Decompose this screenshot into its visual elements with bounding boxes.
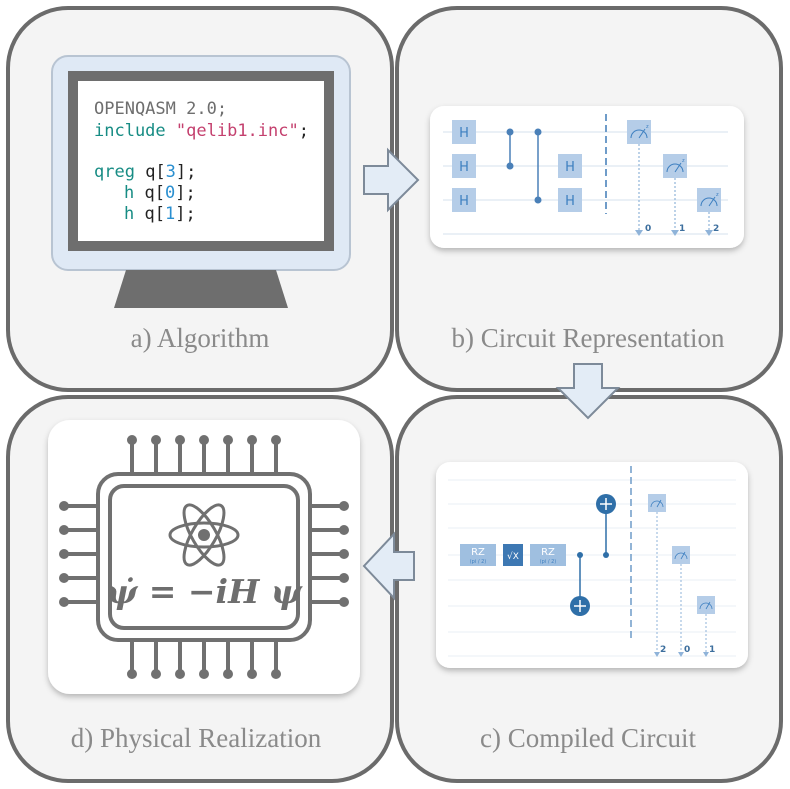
code-line-4-a: q[ [135,162,166,182]
code-line-4-keyword: qreg [94,162,135,182]
arrow-left [362,531,415,601]
h-gate-q2-b [558,188,582,212]
rz-gate-1-label: RZ [471,547,485,558]
h-gate-q1-label: H [459,160,469,175]
cz-2-ctrl-b [534,196,542,204]
code-line-5-keyword: h [124,183,134,203]
rz-gate-2-param: (pi / 2) [540,559,557,565]
output-c-0: 2 [660,645,666,655]
rz-gate-2-label: RZ [541,547,555,558]
h-gate-q0 [452,120,476,144]
monitor-icon [51,55,351,308]
output-c-1: 0 [684,645,690,655]
measure-gate-c-b [672,546,690,657]
output-b-0: 0 [645,224,651,234]
rz-gate-2: RZ (pi / 2) [530,544,566,566]
svg-text:OPENQASM 2.0;: OPENQASM 2.0; [94,99,227,119]
arrow-down [555,363,621,420]
h-gate-q0-label: H [459,126,469,141]
rz-gate-1-param: (pi / 2) [470,559,487,565]
svg-text:h q[1];: h q[1]; [124,204,196,224]
circuit-c-card [436,462,748,668]
monitor-stand [114,270,288,308]
measure-q0-sup: z [646,124,649,130]
measure-gate-c-c [697,596,715,657]
atom-icon [168,503,240,567]
caption-physical-realization: d) Physical Realization [71,723,322,753]
cz-2-ctrl-a [534,128,542,136]
measure-q1-sup: z [682,158,685,164]
svg-text:include "qelib1.inc";: include "qelib1.inc"; [94,121,309,141]
svg-text:h q[0];: h q[0]; [124,183,196,203]
caption-algorithm: a) Algorithm [131,323,270,353]
code-block: OPENQASM 2.0; include "qelib1.inc"; qreg… [94,99,309,224]
rz-gate-1: RZ (pi / 2) [460,544,496,566]
h-gate-q1-b [558,154,582,178]
measure-gate-q1: z [663,154,687,236]
code-line-6-b: ]; [175,204,195,224]
code-line-5-a: q[ [134,183,165,203]
h-gate-q2-label: H [459,194,469,209]
circuit-b: H H H H H z z [443,114,728,236]
measure-q2-sup: z [716,192,719,198]
output-b-1: 1 [679,224,685,234]
svg-text:qreg q[3];: qreg q[3]; [94,162,196,182]
h-gate-q1 [452,154,476,178]
circuit-c: RZ (pi / 2) √X RZ (pi / 2) [448,466,736,657]
arrow-right [363,147,420,213]
measure-gate-q0: z [627,120,651,236]
code-line-6-a: q[ [134,204,165,224]
code-line-6-keyword: h [124,204,134,224]
caption-compiled-circuit: c) Compiled Circuit [480,723,696,753]
schrodinger-equation: ψ̇ = −iH ψ [106,572,303,611]
monitor-screen [78,81,324,241]
measure-gate-q2: z [697,188,721,236]
code-line-5-b: ]; [175,183,195,203]
caption-circuit-representation: b) Circuit Representation [452,323,725,353]
h-gate-q2-b-label: H [565,194,575,209]
code-line-2-end: ; [299,121,309,141]
measure-gate-c-a [648,494,666,657]
output-b-2: 2 [713,224,719,234]
code-line-4-b: ]; [176,162,196,182]
code-line-1: OPENQASM 2.0; [94,99,227,119]
cnot-2-control [603,552,609,558]
h-gate-q1-b-label: H [565,160,575,175]
code-line-2-keyword: include [94,121,166,141]
chip-body-inner [108,484,300,630]
code-line-5-n: 0 [165,183,175,203]
code-line-6-n: 1 [165,204,175,224]
circuit-b-card [430,106,744,248]
cz-1-ctrl-a [506,128,514,136]
h-gate-q2 [452,188,476,212]
code-line-2-string: "qelib1.inc" [176,121,299,141]
sx-gate-label: √X [507,551,519,562]
cnot-1-control [577,552,583,558]
sx-gate: √X [503,544,523,566]
output-c-2: 1 [709,645,715,655]
code-line-4-n: 3 [166,162,176,182]
cz-1-ctrl-b [506,162,514,170]
